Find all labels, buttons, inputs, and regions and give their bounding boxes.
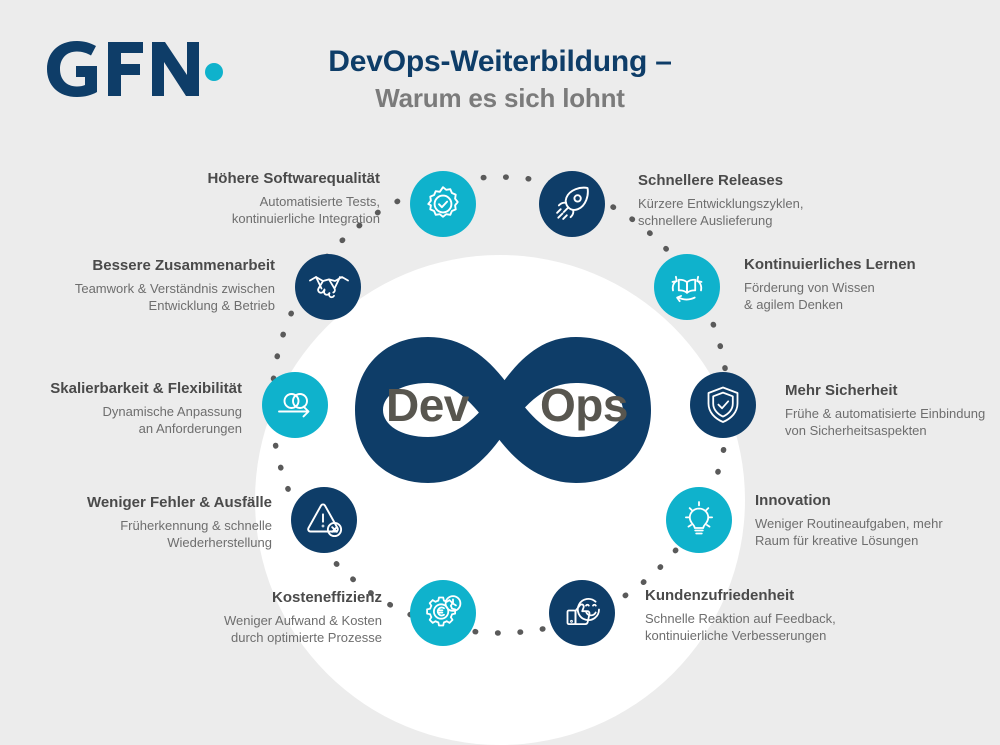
node-security[interactable]: [690, 372, 756, 438]
desc-line-2: schnellere Auslieferung: [638, 213, 773, 229]
node-innovation[interactable]: [666, 487, 732, 553]
desc-line-2: Raum für kreative Lösungen: [755, 533, 919, 549]
node-cost-efficiency[interactable]: [410, 580, 476, 646]
node-software-quality[interactable]: [410, 171, 476, 237]
label-heading: Mehr Sicherheit: [785, 382, 898, 399]
desc-line-2: Wiederherstellung: [167, 535, 272, 551]
desc-line-2: & agilem Denken: [744, 297, 843, 313]
dev-text: Dev: [386, 379, 469, 431]
desc-line-1: Weniger Routineaufgaben, mehr: [755, 515, 943, 531]
label-heading: Kundenzufriedenheit: [645, 587, 795, 604]
quality-badge-icon: [427, 186, 459, 218]
gfn-logo-dot: [205, 63, 223, 81]
gfn-logo-svg: [47, 41, 223, 97]
infographic-canvas: DevOps-Weiterbildung – Warum es sich loh…: [0, 38, 1000, 745]
desc-line-2: von Sicherheitsaspekten: [785, 423, 927, 439]
desc-line-2: kontinuierliche Integration: [231, 211, 380, 227]
book-cycle-icon: [671, 275, 703, 303]
handshake-icon: [309, 276, 349, 299]
label-description: Förderung von Wissen & agilem Denken: [744, 279, 1000, 314]
shield-check-icon: [707, 386, 739, 423]
label-heading: Kontinuierliches Lernen: [744, 256, 916, 273]
title-line-1: DevOps-Weiterbildung –: [328, 45, 672, 78]
label-heading: Bessere Zusammenarbeit: [92, 257, 275, 274]
page-title: DevOps-Weiterbildung – Warum es sich loh…: [230, 44, 770, 116]
desc-line-1: Schnelle Reaktion auf Feedback,: [645, 610, 836, 626]
label-description: Dynamische Anpassung an Anforderungen: [0, 403, 242, 438]
label-heading: Innovation: [755, 492, 831, 509]
label-description: Weniger Aufwand & Kosten durch optimiert…: [20, 612, 382, 647]
gfn-logo: [44, 38, 224, 100]
desc-line-1: Weniger Aufwand & Kosten: [223, 612, 382, 628]
label-cost-efficiency: Kosteneffizienz Weniger Aufwand & Kosten…: [20, 589, 382, 647]
title-line-2: Warum es sich lohnt: [375, 83, 625, 114]
desc-line-2: durch optimierte Prozesse: [230, 630, 382, 646]
node-continuous-learning[interactable]: [654, 254, 720, 320]
label-security: Mehr Sicherheit Frühe & automatisierte E…: [785, 382, 1000, 440]
desc-line-1: Frühe & automatisierte Einbindung: [785, 405, 986, 421]
label-scalability: Skalierbarkeit & Flexibilität Dynamische…: [0, 380, 242, 438]
desc-line-1: Kürzere Entwicklungszyklen,: [638, 195, 804, 211]
label-faster-releases: Schnellere Releases Kürzere Entwicklungs…: [638, 172, 978, 230]
scalability-arrow-icon: [278, 393, 310, 418]
warning-triangle-icon: [307, 503, 343, 538]
desc-line-1: Früherkennung & schnelle: [120, 517, 272, 533]
desc-line-1: Dynamische Anpassung: [102, 403, 242, 419]
label-heading: Weniger Fehler & Ausfälle: [86, 494, 272, 511]
desc-line-2: Entwicklung & Betrieb: [148, 298, 275, 314]
label-heading: Höhere Softwarequalität: [207, 170, 380, 187]
label-description: Weniger Routineaufgaben, mehr Raum für k…: [755, 515, 1000, 550]
desc-line-1: Förderung von Wissen: [744, 279, 875, 295]
desc-line-1: Teamwork & Verständnis zwischen: [74, 280, 275, 296]
node-customer-satisfaction[interactable]: [549, 580, 615, 646]
node-collaboration[interactable]: [295, 254, 361, 320]
label-description: Frühe & automatisierte Einbindung von Si…: [785, 405, 1000, 440]
thumbs-up-smiley-icon: [566, 597, 600, 626]
label-heading: Skalierbarkeit & Flexibilität: [50, 380, 242, 397]
ops-text: Ops: [540, 379, 628, 431]
desc-line-2: an Anforderungen: [138, 421, 242, 437]
label-software-quality: Höhere Softwarequalität Automatisierte T…: [20, 170, 380, 228]
label-description: Teamwork & Verständnis zwischen Entwickl…: [0, 280, 275, 315]
gear-euro-clock-icon: [426, 595, 462, 627]
rocket-icon: [556, 186, 589, 220]
label-description: Automatisierte Tests, kontinuierliche In…: [20, 193, 380, 228]
label-fewer-failures: Weniger Fehler & Ausfälle Früherkennung …: [0, 494, 272, 552]
node-faster-releases[interactable]: [539, 171, 605, 237]
label-customer-satisfaction: Kundenzufriedenheit Schnelle Reaktion au…: [645, 587, 1000, 645]
label-heading: Kosteneffizienz: [271, 589, 382, 606]
node-scalability[interactable]: [262, 372, 328, 438]
label-description: Schnelle Reaktion auf Feedback, kontinui…: [645, 610, 1000, 645]
lightbulb-icon: [685, 501, 713, 535]
label-heading: Schnellere Releases: [638, 172, 784, 189]
node-fewer-failures[interactable]: [291, 487, 357, 553]
label-innovation: Innovation Weniger Routineaufgaben, mehr…: [755, 492, 1000, 550]
label-description: Kürzere Entwicklungszyklen, schnellere A…: [638, 195, 978, 230]
desc-line-1: Automatisierte Tests,: [259, 193, 380, 209]
label-continuous-learning: Kontinuierliches Lernen Förderung von Wi…: [744, 256, 1000, 314]
devops-infinity-icon: [355, 337, 651, 483]
label-collaboration: Bessere Zusammenarbeit Teamwork & Verstä…: [0, 257, 275, 315]
label-description: Früherkennung & schnelle Wiederherstellu…: [0, 517, 272, 552]
desc-line-2: kontinuierliche Verbesserungen: [645, 628, 827, 644]
